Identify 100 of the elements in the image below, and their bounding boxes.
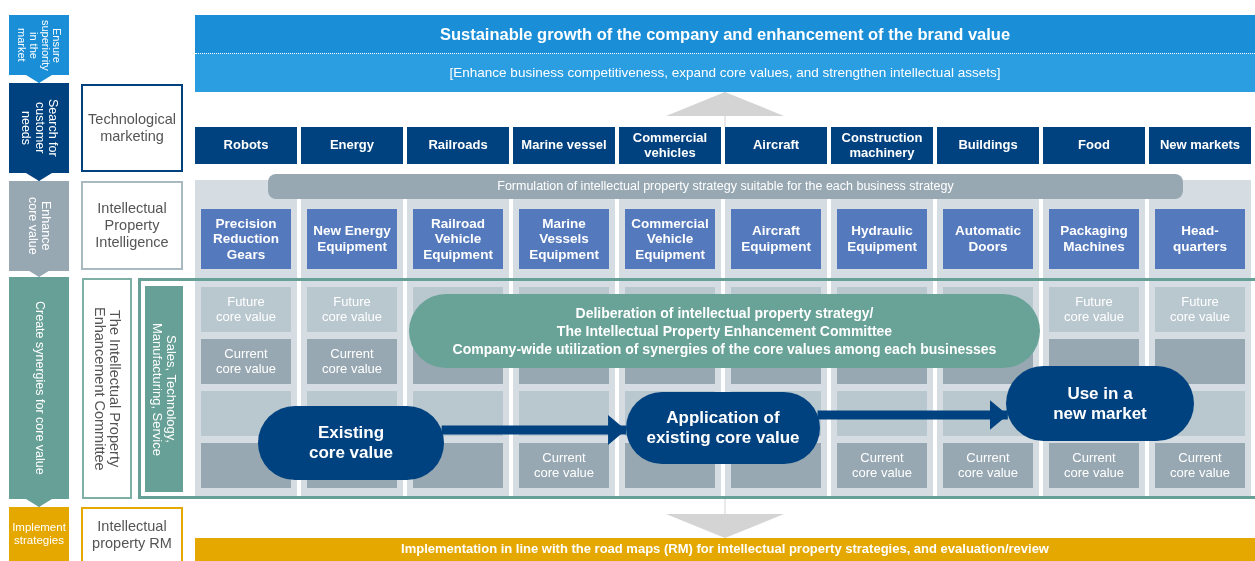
core-value-cell [1155,287,1245,332]
business-label: Hydraulic Equipment [846,223,918,255]
market-box [937,127,1039,164]
market-label: Robots [222,138,270,153]
core-value-cell [201,339,291,384]
synergy-frame [138,278,1255,499]
deliberation-text: Deliberation of intellectual property strategy/ [575,303,874,322]
core-value-text: Current core value [533,450,595,481]
activity-label: Intellectual Property Intelligence [94,200,170,251]
business-box [519,209,609,269]
step-block [9,277,69,499]
step-block [9,83,69,173]
business-label: Commercial Vehicle Equipment [630,215,710,263]
core-value-text: Current core value [1063,450,1125,481]
strategy-text: Formulation of intellectual property strategy suitable for the each business strategy [497,179,954,194]
business-box [837,209,927,269]
value-pill-text: Existing core value [307,423,395,463]
core-value-text: Current core value [1169,450,1231,481]
market-box [725,127,827,164]
core-value-text: Current core value [321,346,383,377]
goal-banner [195,15,1255,92]
department-label: Sales, Technology, Manufacturing, Service [150,321,178,458]
business-label: Aircraft Equipment [740,223,812,255]
deliberation-text: The Intellectual Property Enhancement Committee [556,321,893,341]
core-value-text: Future core value [215,294,277,325]
business-label: Automatic Doors [954,223,1022,255]
triangle-arrow [666,498,784,539]
business-box [625,209,715,269]
business-label: Packaging Machines [1059,223,1129,255]
step-label: Implement strategies [11,520,67,548]
value-pill [626,392,820,464]
deliberation-pill [409,294,1040,368]
activity-box [81,507,183,561]
market-label: Food [1077,138,1111,153]
market-box [195,127,297,164]
market-box [619,127,721,164]
activity-label: Intellectual property RM [91,518,173,552]
core-value-text: Current core value [215,346,277,377]
core-value-text: Current core value [851,450,913,481]
market-box [1149,127,1251,164]
core-value-cell [519,443,609,488]
market-box [1043,127,1145,164]
banner-heading: Sustainable growth of the company and enhancement of the brand value [439,24,1011,45]
market-label: Energy [328,138,376,153]
market-box [513,127,615,164]
step-label: Create synergies for core value [32,301,46,475]
department-box [145,286,183,492]
core-value-cell [1155,443,1245,488]
step-block [9,507,69,561]
market-label: Buildings [957,138,1019,153]
step-label: Ensure superiority in the market [15,18,63,73]
business-box [201,209,291,269]
market-label: New markets [1158,138,1242,153]
step-label: Search for customer needs [19,98,59,159]
core-value-text: Future core value [1063,294,1125,325]
market-box [301,127,403,164]
core-value-cell [307,287,397,332]
core-value-cell [1049,287,1139,332]
banner-subheading: [Enhance business competitiveness, expand core values, and strengthen intellectual assets] [195,52,1255,92]
core-value-cell [1049,443,1139,488]
business-box [1049,209,1139,269]
chevron-arrow [26,172,52,182]
market-label: Marine vessel [520,138,608,153]
core-value-cell [201,287,291,332]
business-box [731,209,821,269]
business-label: Head- quarters [1172,223,1228,255]
chevron-arrow [26,74,52,84]
market-label: Railroads [427,138,489,153]
implementation-bar [195,538,1255,561]
value-pill-text: Use in a new market [1052,383,1148,424]
business-box [413,209,503,269]
core-value-cell [837,443,927,488]
implementation-text: Implementation in line with the road maps (RM) for intellectual property strategies, and evaluation/review [401,542,1049,557]
step-block [9,15,69,75]
business-box [307,209,397,269]
activity-box [81,84,183,172]
core-value-text: Future core value [1169,294,1231,325]
core-value-text: Future core value [321,294,383,325]
chevron-arrow [26,498,52,508]
business-label: New Energy Equipment [312,223,392,255]
market-label: Aircraft [751,138,801,153]
chevron-arrow [26,269,52,278]
arrow [817,400,1008,430]
activity-box [81,181,183,270]
activity-label: Technological marketing [87,111,177,145]
value-pill-text: Application of existing core value [645,408,801,448]
business-label: Railroad Vehicle Equipment [422,215,494,263]
core-value-cell [943,443,1033,488]
deliberation-text: Company-wide utilization of synergies of the core values among each businesses [452,340,997,359]
business-box [943,209,1033,269]
triangle-arrow [666,91,784,128]
market-label: Commercial vehicles [631,130,709,161]
business-label: Marine Vessels Equipment [528,215,600,263]
strategy-bar [268,174,1183,199]
committee-box [82,278,132,499]
business-label: Precision Reduction Gears [212,215,280,263]
step-label: Enhance core value [25,196,53,257]
business-box [1155,209,1245,269]
committee-label: The Intellectual Property Enhancement Committee [91,305,123,473]
market-label: Construction machinery [840,130,924,161]
